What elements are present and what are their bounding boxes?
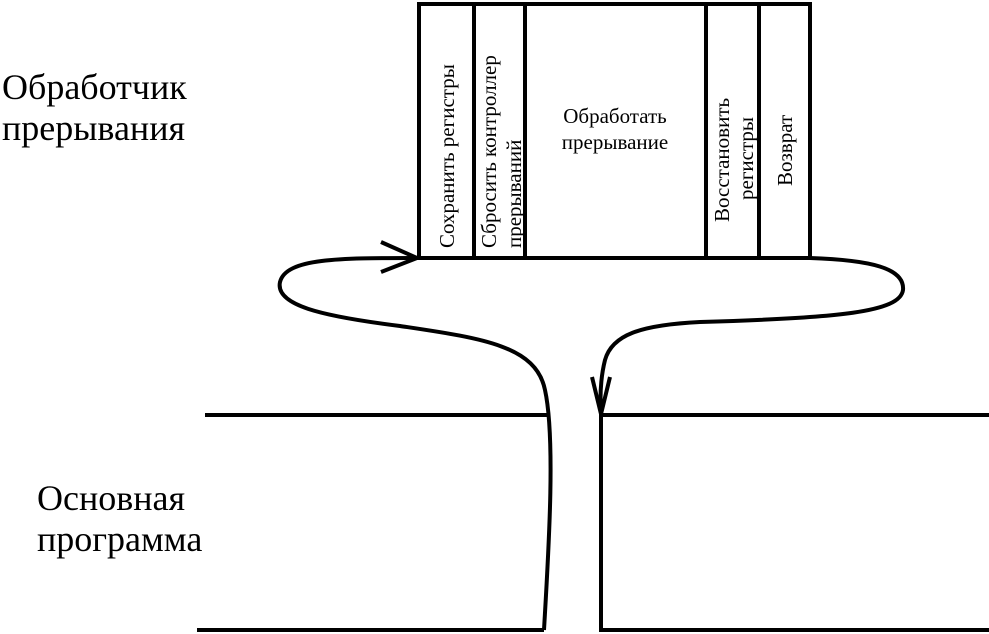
handler-label-line2: прерывания: [2, 108, 186, 148]
reset-controller-text-line2: прерываний: [502, 140, 526, 248]
process-interrupt-text-line1: Обработать: [563, 104, 667, 128]
segment-return: [757, 2, 812, 260]
restore-registers-text-line2: регистры: [734, 117, 758, 200]
handler-box: [417, 2, 812, 260]
reset-controller-text-line1: Сбросить контроллер: [477, 55, 501, 248]
handler-label-line1: Обработчик: [2, 67, 187, 107]
flow-return-path: [598, 256, 906, 414]
handler-label: Обработчик прерывания: [2, 67, 187, 149]
save-registers-text: Сохранить регистры: [435, 64, 459, 248]
main-program-label: Основная программа: [37, 478, 202, 560]
process-interrupt-text-line2: прерывание: [562, 130, 668, 154]
flow-into-handler-path: [277, 256, 553, 631]
flow-return-arrowhead: [590, 376, 612, 415]
main-program-label-line2: программа: [37, 519, 203, 559]
return-text: Возврат: [773, 115, 797, 186]
main-program-lines: [197, 413, 989, 632]
main-program-label-line1: Основная: [37, 478, 186, 518]
restore-registers-text-line1: Восстановить: [710, 98, 734, 222]
flow-into-handler-arrowhead: [380, 240, 423, 274]
